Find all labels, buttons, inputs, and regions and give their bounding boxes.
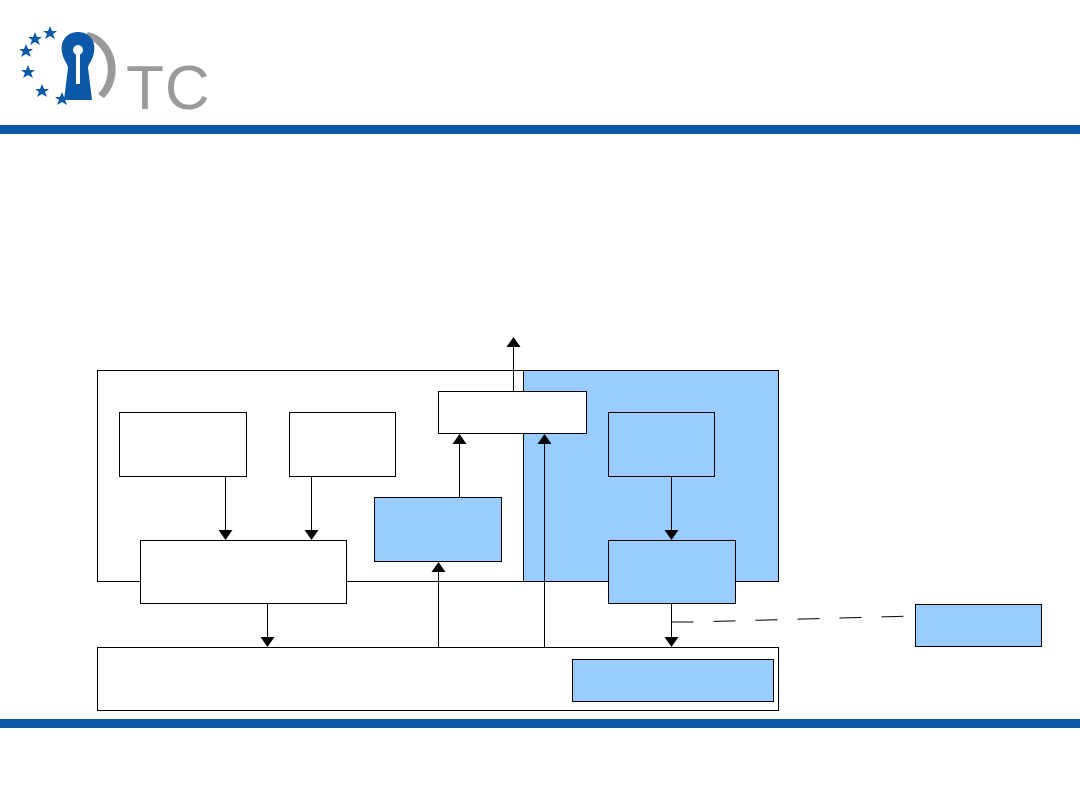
star-5 — [35, 84, 49, 97]
box-i — [572, 659, 774, 702]
keyhole-with-stars-icon — [19, 26, 116, 105]
box-f — [140, 540, 347, 604]
box-e — [608, 412, 715, 477]
external-box — [915, 604, 1042, 647]
box-b — [289, 412, 396, 477]
box-a — [119, 412, 247, 477]
star-3 — [19, 44, 33, 57]
logo-arc — [84, 32, 116, 98]
keyhole-slot — [76, 54, 80, 84]
edge-g-to-external-dashed — [671, 615, 916, 623]
box-d — [438, 391, 587, 434]
header-rule — [0, 125, 1080, 134]
star-6 — [55, 92, 69, 105]
footer-rule — [0, 719, 1080, 728]
logo-text: TC — [126, 54, 211, 123]
star-4 — [21, 65, 35, 78]
star-2 — [28, 32, 42, 45]
logo: TC — [18, 24, 210, 120]
box-c — [374, 497, 502, 562]
keyhole-hole — [73, 45, 83, 55]
box-g — [608, 540, 736, 604]
star-1 — [43, 26, 57, 39]
